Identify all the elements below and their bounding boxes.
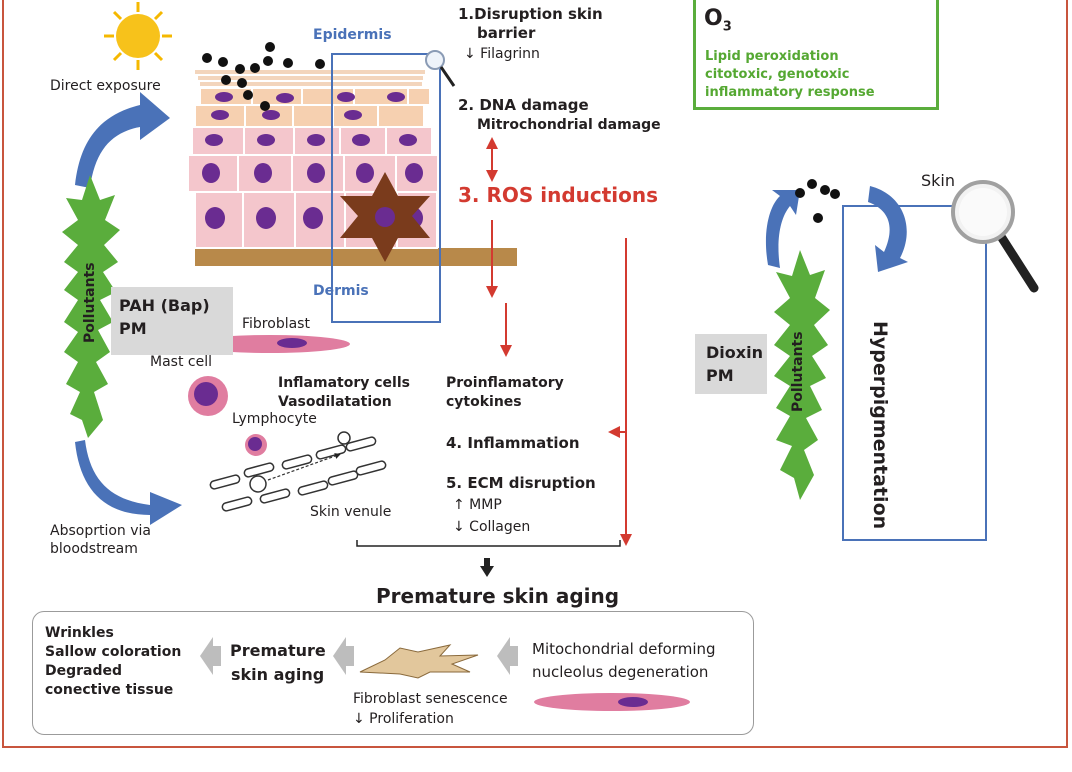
filagrinn-label: ↓ Filagrinn: [464, 46, 540, 62]
step-3-label: 3. ROS inductions: [458, 183, 659, 207]
magnifier-large-icon: [951, 180, 1039, 293]
aging-label-2: skin aging: [231, 665, 325, 684]
o3-line-3: inflammatory response: [705, 85, 875, 100]
pm-label: PM: [119, 319, 147, 338]
effect-sallow: Sallow coloration: [45, 644, 182, 660]
absorption-arrow: [75, 440, 182, 525]
absorption-label-1: Absoprtion via: [50, 523, 151, 539]
pah-box: [111, 287, 233, 355]
particles-right: [795, 179, 840, 223]
down-arrow-black: [480, 566, 494, 577]
particles-skin: [202, 42, 325, 111]
grey-arrow-1: [200, 637, 213, 675]
collagen-label: ↓ Collagen: [453, 519, 531, 535]
hyper-frame: [842, 205, 987, 541]
o3-line-2: citotoxic, genotoxic: [705, 67, 850, 82]
mito-damage-label: Mitrochondrial damage: [477, 117, 661, 133]
cytokines-label: cytokines: [446, 394, 522, 410]
step-4-label: 4. Inflammation: [446, 434, 580, 452]
pollutants-burst-right: [774, 250, 830, 500]
grey-arrow-3: [497, 637, 510, 675]
o3-line-1: Lipid peroxidation: [705, 49, 839, 64]
skin-venule-label: Skin venule: [310, 504, 392, 520]
proinflam-label: Proinflamatory: [446, 375, 564, 391]
step-1-label-2: barrier: [477, 24, 536, 42]
proliferation-label: ↓ Proliferation: [353, 711, 454, 727]
dioxin-pm-label: PM: [706, 366, 734, 385]
pollutants-right-label: Pollutants: [790, 331, 806, 412]
senescence-label: Fibroblast senescence: [353, 691, 508, 707]
step-5-label: 5. ECM disruption: [446, 474, 596, 492]
direct-exposure-label: Direct exposure: [50, 78, 161, 94]
fibroblast-label: Fibroblast: [242, 316, 310, 332]
absorption-label-2: bloodstream: [50, 541, 138, 557]
step-2-label: 2. DNA damage: [458, 96, 589, 114]
effect-connective: conective tissue: [45, 682, 174, 698]
lymphocyte-icon: [245, 434, 267, 456]
figure-frame: [2, 0, 1068, 748]
epidermis-frame: [331, 53, 441, 323]
dioxin-box: [695, 334, 767, 394]
inflam-cells-label: Inflamatory cells: [278, 375, 410, 391]
mast-cell-label: Mast cell: [150, 354, 212, 370]
o3-box: [693, 0, 939, 110]
skin-label: Skin: [921, 171, 956, 190]
skin-block: [187, 42, 517, 266]
aging-label-1: Premature: [230, 641, 326, 660]
pollutants-left-label: Pollutants: [82, 262, 98, 343]
o3-symbol: O3: [704, 6, 732, 35]
pollutants-burst-left: [62, 175, 120, 438]
epidermis-label: Epidermis: [313, 27, 392, 43]
hyper-arrow-right: [868, 186, 908, 272]
dermis-label: Dermis: [313, 283, 369, 299]
direct-exposure-arrow: [75, 92, 170, 188]
magnifier-small-icon: [425, 50, 456, 87]
hyper-arrow-left: [765, 190, 800, 268]
bottom-fibroblast-icon: [534, 693, 690, 711]
senescent-fibroblast-icon: [359, 644, 479, 679]
effect-wrinkles: Wrinkles: [45, 625, 114, 641]
lymphocyte-label: Lymphocyte: [232, 411, 317, 427]
melanocyte-icon: [340, 172, 430, 262]
effect-degraded: Degraded: [45, 663, 123, 679]
pah-label: PAH (Bap): [119, 296, 210, 315]
bottom-panel: [32, 611, 754, 735]
sun-icon: [104, 2, 172, 70]
venule-icon: [209, 431, 387, 512]
result-title: Premature skin aging: [376, 584, 620, 608]
mast-cell-icon: [188, 376, 228, 416]
grey-arrow-2: [333, 637, 346, 675]
mito-label-2: nucleolus degeneration: [532, 663, 709, 681]
hyperpigmentation-label: Hyperpigmentation: [869, 321, 891, 530]
bracket: [356, 540, 621, 547]
mito-label-1: Mitochondrial deforming: [532, 640, 716, 658]
dioxin-label: Dioxin: [706, 343, 763, 362]
mmp-label: ↑ MMP: [453, 497, 502, 513]
vasodilatation-label: Vasodilatation: [278, 394, 392, 410]
step-1-label: 1.Disruption skin: [458, 5, 603, 23]
